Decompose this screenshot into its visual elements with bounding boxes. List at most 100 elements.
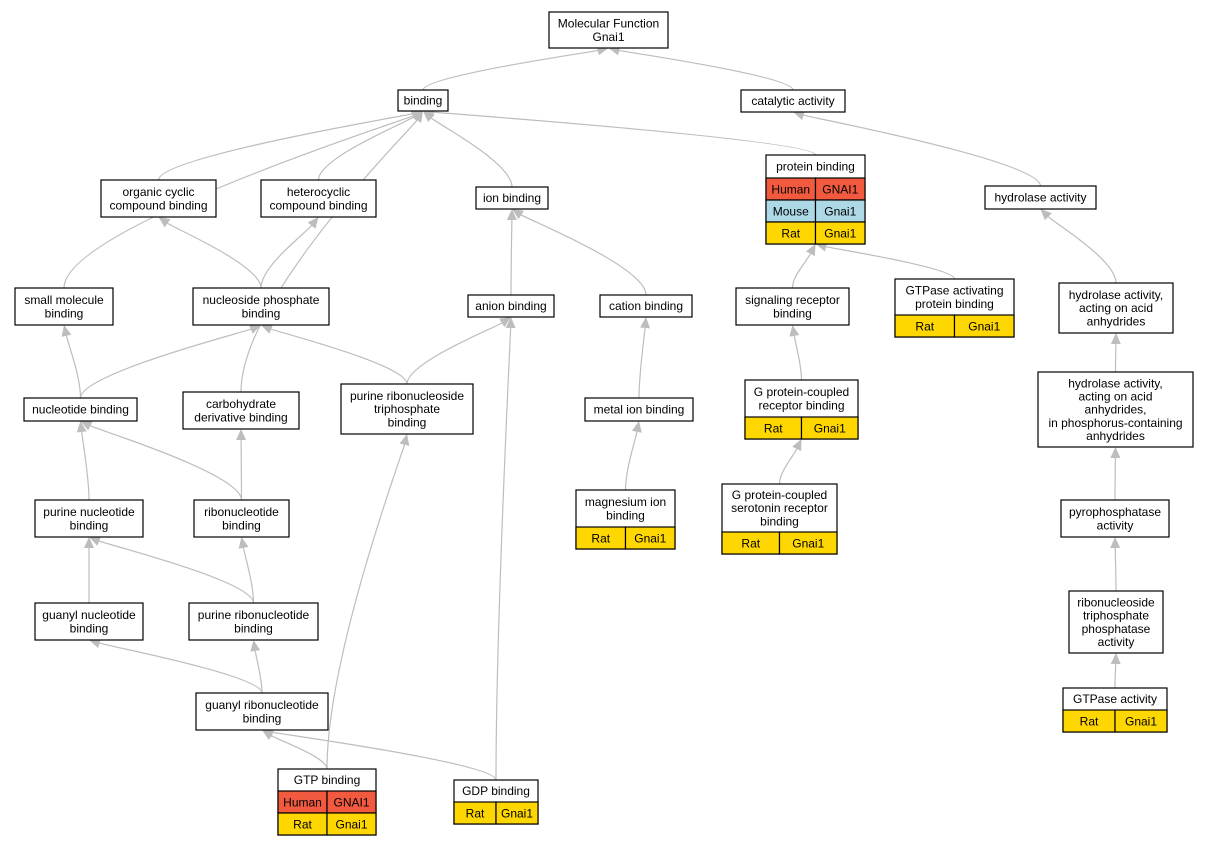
arrowhead <box>250 640 261 652</box>
node-box <box>14 287 114 326</box>
gene-cell <box>814 221 866 245</box>
species-label: Rat <box>1080 715 1099 729</box>
edge <box>238 537 255 604</box>
go-term-catalytic[interactable]: catalytic activity <box>740 89 846 113</box>
node-label: nucleotide binding <box>32 403 129 417</box>
arrowhead <box>1040 209 1052 221</box>
node-label: acting on acid <box>1079 301 1153 315</box>
arrowhead <box>1110 653 1121 665</box>
node-label: binding <box>70 621 109 635</box>
node-box <box>34 602 144 641</box>
edge <box>326 434 410 770</box>
species-label: Human <box>771 183 810 197</box>
arrowhead <box>76 421 87 433</box>
node-box <box>260 179 377 218</box>
node-label: guanyl ribonucleotide <box>205 698 319 712</box>
node-label: G protein-coupled <box>732 488 827 502</box>
go-term-ion-binding[interactable]: ion binding <box>475 186 549 210</box>
node-label: GTPase activity <box>1073 692 1157 706</box>
edge <box>236 429 247 501</box>
node-label: nucleoside phosphate <box>203 293 320 307</box>
species-label: Rat <box>781 227 800 241</box>
edge <box>1110 447 1121 501</box>
node-box <box>599 294 693 318</box>
arrowhead <box>506 209 517 221</box>
arrowhead <box>505 317 516 329</box>
go-term-binding[interactable]: binding <box>397 89 449 112</box>
edge <box>512 209 647 296</box>
edge <box>79 324 261 399</box>
node-box <box>984 185 1097 210</box>
edges-layer <box>61 45 1121 781</box>
edge <box>84 537 94 603</box>
gene-symbol: Gnai1 <box>634 532 666 546</box>
node-box <box>475 186 549 210</box>
node-label: phosphatase <box>1082 622 1151 636</box>
go-term-ribonucleoside-tp-phosphatase[interactable]: ribonucleosidetriphosphatephosphataseact… <box>1068 590 1164 654</box>
go-term-metal-ion[interactable]: metal ion binding <box>584 397 694 422</box>
node-box <box>467 294 555 318</box>
arrowhead <box>80 421 93 431</box>
go-term-anion-binding[interactable]: anion binding <box>467 294 555 318</box>
go-term-hydrolase[interactable]: hydrolase activity <box>984 185 1097 210</box>
node-label: GDP binding <box>462 784 530 798</box>
arrowhead <box>631 421 642 433</box>
species-label: Rat <box>591 532 610 546</box>
go-term-nucleotide-binding[interactable]: nucleotide binding <box>23 397 138 422</box>
gene-cell <box>495 801 539 825</box>
edge <box>250 640 263 694</box>
go-term-cation-binding[interactable]: cation binding <box>599 294 693 318</box>
species-label: Human <box>283 796 322 810</box>
edge <box>495 317 516 781</box>
node-label: G protein-coupled <box>754 385 849 399</box>
node-box <box>100 179 217 218</box>
gene-symbol: Gnai1 <box>792 537 824 551</box>
node-label: binding <box>234 621 273 635</box>
arrowhead <box>423 111 435 122</box>
gene-symbol: Gnai1 <box>501 807 533 821</box>
edge <box>608 45 794 91</box>
node-box <box>195 692 329 731</box>
edge <box>76 421 90 501</box>
edge <box>260 217 319 289</box>
node-label: Gnai1 <box>592 30 624 44</box>
edge <box>240 111 423 393</box>
gene-symbol: GNAI1 <box>333 796 369 810</box>
gene-cell <box>953 314 1015 338</box>
edge <box>638 317 651 399</box>
node-label: binding <box>760 514 799 528</box>
node-label: activity <box>1097 518 1134 532</box>
node-label: anhydrides <box>1086 429 1145 443</box>
node-label: magnesium ion <box>585 495 666 509</box>
node-box <box>584 397 694 422</box>
node-label: binding <box>243 711 282 725</box>
node-label: signaling receptor <box>745 293 840 307</box>
node-label: derivative binding <box>194 410 287 424</box>
go-term-hydrolase-acid[interactable]: hydrolase activity,acting on acidanhydri… <box>1058 282 1174 334</box>
node-label: binding <box>606 508 645 522</box>
go-term-hydrolase-phosphorus[interactable]: hydrolase activity,acting on acidanhydri… <box>1037 371 1194 448</box>
gene-cell <box>326 812 377 836</box>
